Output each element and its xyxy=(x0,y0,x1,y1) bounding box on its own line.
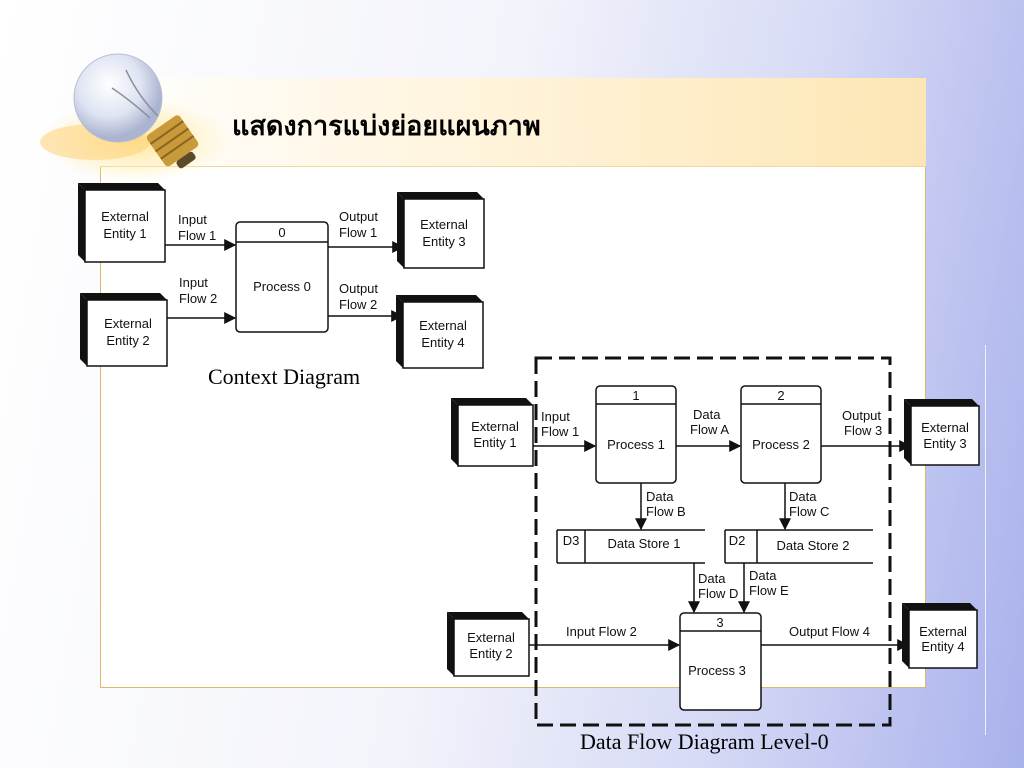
context-entity4-line1: External xyxy=(419,318,467,333)
output-flow-4-label: Output Flow 4 xyxy=(789,624,870,639)
context-entity4-line2: Entity 4 xyxy=(421,335,464,350)
context-entity1-line1: External xyxy=(101,209,149,224)
dfd-entity4-line2: Entity 4 xyxy=(921,639,964,654)
context-process-name: Process 0 xyxy=(253,279,311,294)
process1-name: Process 1 xyxy=(607,437,665,452)
flow-a-line1: Data xyxy=(693,407,721,422)
lightbulb-icon xyxy=(40,53,230,182)
process2-number: 2 xyxy=(777,388,784,403)
dfd-entity1-line1: External xyxy=(471,419,519,434)
context-diagram: External Entity 1 External Entity 2 Exte… xyxy=(78,183,485,389)
dfd-external-entity-2: External Entity 2 xyxy=(447,612,530,677)
dfd-entity3-line2: Entity 3 xyxy=(923,436,966,451)
flow-b-line1: Data xyxy=(646,489,674,504)
context-input2-line2: Flow 2 xyxy=(179,291,217,306)
dfd-external-entity-3: External Entity 3 xyxy=(904,399,980,466)
context-process-0: 0 Process 0 xyxy=(235,221,329,333)
flow-c-line1: Data xyxy=(789,489,817,504)
dfd-entity2-line2: Entity 2 xyxy=(469,646,512,661)
dfd-caption: Data Flow Diagram Level-0 xyxy=(580,729,829,754)
context-input1-line2: Flow 1 xyxy=(178,228,216,243)
process1-number: 1 xyxy=(632,388,639,403)
output3-line1: Output xyxy=(842,408,881,423)
flow-a-line2: Flow A xyxy=(690,422,729,437)
context-entity3-line2: Entity 3 xyxy=(422,234,465,249)
dfd-external-entity-4: External Entity 4 xyxy=(902,603,978,669)
context-output2-line2: Flow 2 xyxy=(339,297,377,312)
flow-e-line1: Data xyxy=(749,568,777,583)
title-band xyxy=(100,78,926,167)
output3-line2: Flow 3 xyxy=(844,423,882,438)
dfd-input1-line1: Input xyxy=(541,409,570,424)
dfd-external-entity-1: External Entity 1 xyxy=(451,398,534,467)
input-flow-2-label: Input Flow 2 xyxy=(566,624,637,639)
context-input2-line1: Input xyxy=(179,275,208,290)
context-entity2-line2: Entity 2 xyxy=(106,333,149,348)
flow-b-line2: Flow B xyxy=(646,504,686,519)
data-store-d3: D3 Data Store 1 xyxy=(556,529,705,564)
dfd-entity3-line1: External xyxy=(921,420,969,435)
context-external-entity-2: External Entity 2 xyxy=(80,293,168,367)
context-process-number: 0 xyxy=(278,225,285,240)
context-external-entity-4: External Entity 4 xyxy=(396,295,484,369)
dfd-process-1: 1 Process 1 xyxy=(595,385,677,484)
context-output1-line1: Output xyxy=(339,209,378,224)
store-d2-name: Data Store 2 xyxy=(777,538,850,553)
context-entity1-line2: Entity 1 xyxy=(103,226,146,241)
context-diagram-caption: Context Diagram xyxy=(208,364,360,389)
store-d3-name: Data Store 1 xyxy=(608,536,681,551)
context-external-entity-1: External Entity 1 xyxy=(78,183,166,263)
flow-c-line2: Flow C xyxy=(789,504,829,519)
process3-number: 3 xyxy=(716,615,723,630)
context-output1-line2: Flow 1 xyxy=(339,225,377,240)
store-d3-id: D3 xyxy=(563,533,580,548)
level0-boundary xyxy=(534,356,892,727)
dfd-process-3: 3 Process 3 xyxy=(679,612,762,711)
context-output2-line1: Output xyxy=(339,281,378,296)
flow-e-line2: Flow E xyxy=(749,583,789,598)
dfd-entity1-line2: Entity 1 xyxy=(473,435,516,450)
context-entity2-line1: External xyxy=(104,316,152,331)
context-entity3-line1: External xyxy=(420,217,468,232)
flow-d-line1: Data xyxy=(698,571,726,586)
flow-d-line2: Flow D xyxy=(698,586,738,601)
slide-title: แสดงการแบ่งย่อยแผนภาพ xyxy=(232,111,541,142)
dfd-level-0: External Entity 1 External Entity 2 Exte… xyxy=(447,356,980,754)
dfd-entity4-line1: External xyxy=(919,624,967,639)
store-d2-id: D2 xyxy=(729,533,746,548)
data-store-d2: D2 Data Store 2 xyxy=(724,529,873,564)
process3-name: Process 3 xyxy=(688,663,746,678)
dfd-process-2: 2 Process 2 xyxy=(740,385,822,484)
process2-name: Process 2 xyxy=(752,437,810,452)
dfd-input1-line2: Flow 1 xyxy=(541,424,579,439)
slide-panel xyxy=(100,78,926,688)
context-input1-line1: Input xyxy=(178,212,207,227)
dfd-entity2-line1: External xyxy=(467,630,515,645)
context-external-entity-3: External Entity 3 xyxy=(397,192,485,269)
decorative-rule xyxy=(985,345,986,735)
